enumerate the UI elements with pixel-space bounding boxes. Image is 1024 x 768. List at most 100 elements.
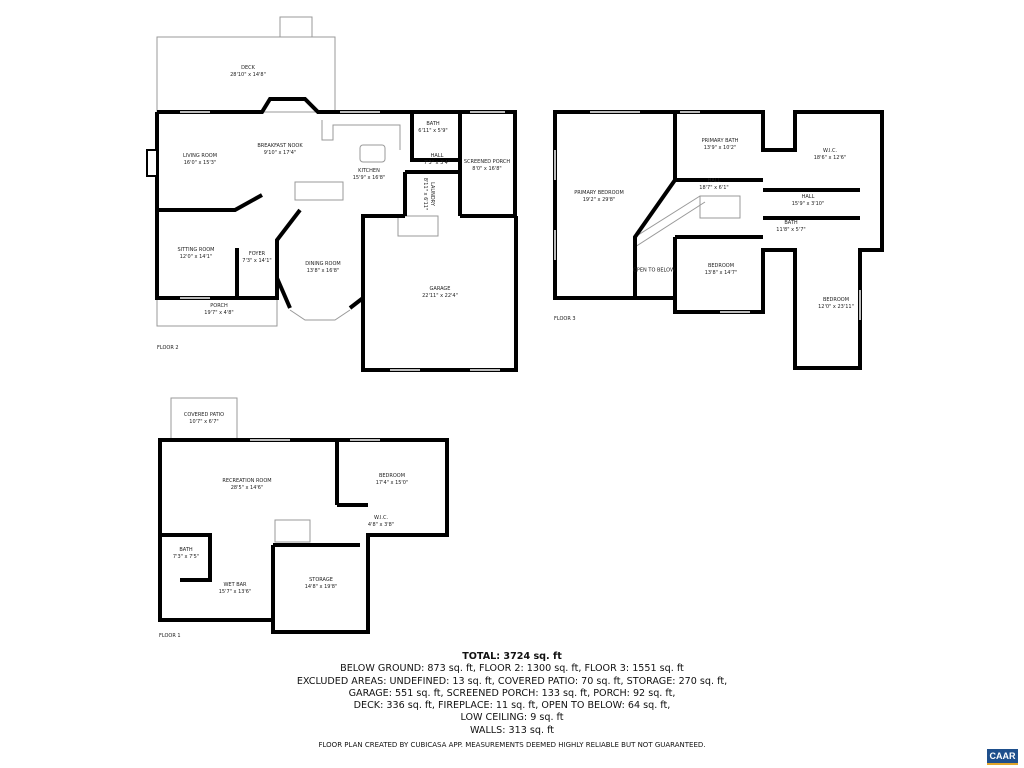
room-dims: 12'0" x 23'11"	[818, 304, 854, 310]
room-name: BATH	[426, 121, 440, 127]
summary-line: BELOW GROUND: 873 sq. ft, FLOOR 2: 1300 …	[340, 663, 684, 675]
floor-3-label: FLOOR 3	[554, 316, 576, 322]
room-name: DECK	[241, 65, 255, 71]
fireplace	[146, 149, 158, 177]
summary-line: EXCLUDED AREAS: UNDEFINED: 13 sq. ft, CO…	[296, 675, 728, 687]
room-dims: 15'9" x 3'10"	[791, 201, 825, 207]
room-dims: 7'3" x 3'4"	[423, 160, 451, 166]
room-dims: 11'8" x 5'7"	[776, 227, 806, 233]
room-name: HALL	[801, 194, 815, 200]
room-name: BATH	[179, 547, 193, 553]
room-dims: 28'5" x 14'6"	[230, 485, 264, 491]
room-name: STORAGE	[309, 577, 333, 583]
floor-2-label: FLOOR 2	[157, 345, 179, 351]
room-name: PRIMARY BEDROOM	[574, 190, 624, 196]
room-dims: 7'3" x 14'1"	[242, 258, 272, 264]
room-name: BATH	[784, 220, 798, 226]
room-name: PORCH	[210, 303, 228, 309]
room-name: RECREATION ROOM	[222, 478, 272, 484]
summary-line: GARAGE: 551 sq. ft, SCREENED PORCH: 133 …	[348, 687, 676, 699]
room-name: KITCHEN	[358, 168, 380, 174]
summary-line: DECK: 336 sq. ft, FIREPLACE: 11 sq. ft, …	[353, 700, 671, 712]
room-dims: 4'8" x 3'8"	[367, 522, 395, 528]
room-dims: 12'0" x 14'1"	[179, 254, 213, 260]
disclaimer: FLOOR PLAN CREATED BY CUBICASA APP. MEAS…	[318, 741, 706, 749]
room-dims: 7'3" x 7'5"	[172, 554, 200, 560]
room-name: GARAGE	[429, 286, 451, 292]
room-name: SCREENED PORCH	[463, 159, 511, 165]
room-dims: 18'7" x 6'1"	[699, 185, 729, 191]
summary-line: LOW CEILING: 9 sq. ft	[460, 712, 564, 724]
room-name: SITTING ROOM	[177, 247, 215, 253]
room-dims: 28'10" x 14'8"	[230, 72, 266, 78]
floor-1-label: FLOOR 1	[159, 633, 181, 639]
room-name: LAUNDRY	[429, 182, 435, 206]
total-area: TOTAL: 3724 sq. ft	[462, 651, 562, 662]
room-dims: 19'2" x 29'8"	[582, 197, 616, 203]
room-name: OPEN TO BELOW	[632, 267, 676, 274]
room-name: BEDROOM	[378, 473, 406, 479]
room-dims: 6'11" x 5'9"	[418, 128, 448, 134]
room-open-to-below: OPEN TO BELOW	[633, 268, 675, 275]
room-dims: 8'11" x 6'11"	[422, 177, 428, 211]
room-dims: 22'11" x 22'4"	[422, 293, 458, 299]
room-name: BREAKFAST NOOK	[257, 143, 303, 149]
room-name: LIVING ROOM	[182, 153, 218, 159]
caar-logo: CAAR	[987, 749, 1018, 765]
room-dims: 16'0" x 15'3"	[183, 160, 217, 166]
room-dims: 15'7" x 13'6"	[218, 589, 252, 595]
room-dims: 19'7" x 4'8"	[204, 310, 234, 316]
room-dims: 13'9" x 10'2"	[703, 145, 737, 151]
area-summary: TOTAL: 3724 sq. ft BELOW GROUND: 873 sq.…	[0, 651, 1024, 737]
room-name: FOYER	[248, 251, 266, 257]
summary-line: WALLS: 313 sq. ft	[469, 724, 555, 736]
room-name: PRIMARY BATH	[701, 138, 739, 144]
room-dims: 17'4" x 15'0"	[375, 480, 409, 486]
room-wic: W.I.C.18'6" x 12'6"	[814, 148, 847, 162]
room-name: BEDROOM	[822, 297, 850, 303]
room-wic: W.I.C.4'8" x 3'8"	[368, 515, 394, 529]
room-dims: 13'8" x 16'8"	[306, 268, 340, 274]
windows	[180, 111, 861, 441]
room-dims: 15'9" x 16'8"	[352, 175, 386, 181]
room-name: WET BAR	[223, 582, 247, 588]
room-name: BEDROOM	[707, 263, 735, 269]
room-dims: 14'8" x 19'8"	[304, 584, 338, 590]
room-name: HALL	[430, 153, 444, 159]
room-name: COVERED PATIO	[183, 412, 225, 418]
room-name: W.I.C.	[822, 148, 838, 154]
room-dims: 13'8" x 14'7"	[704, 270, 738, 276]
walls	[155, 97, 884, 634]
room-dims: 8'0" x 16'8"	[472, 166, 502, 172]
room-name: DINING ROOM	[305, 261, 341, 267]
room-dims: 18'6" x 12'6"	[813, 155, 847, 161]
room-dims: 10'7" x 6'7"	[189, 419, 219, 425]
